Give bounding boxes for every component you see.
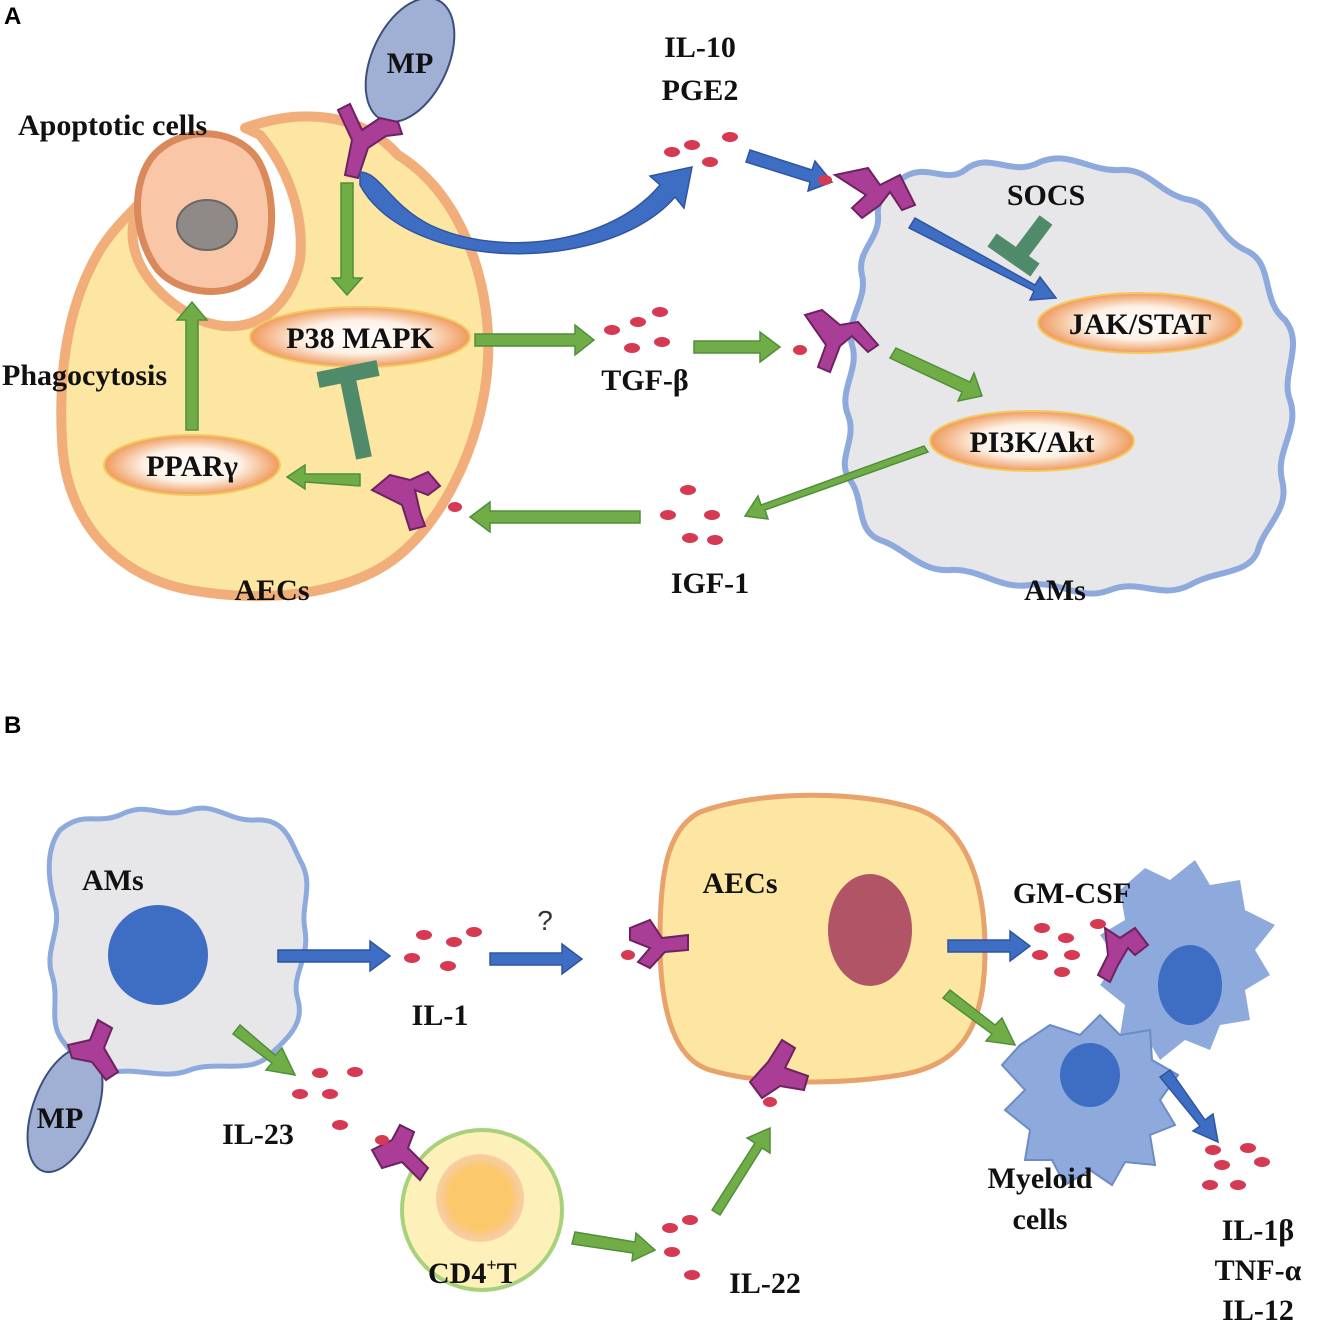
tgfb-label: TGF-β xyxy=(601,364,688,397)
arrow-myeloid-to-cytokines xyxy=(1158,1068,1219,1144)
arrow-ppar-to-phagocytosis xyxy=(175,300,209,431)
cytokines-igf1 xyxy=(448,485,723,545)
phagocytosis-label: Phagocytosis xyxy=(2,359,167,392)
arrow-receptor-to-ppar xyxy=(285,463,361,491)
receptor-myeloid xyxy=(1096,925,1150,984)
arrow-receptor-to-il10 xyxy=(359,166,693,255)
arrow-aec-to-gmcsf xyxy=(947,929,1032,963)
arrow-pi3k-to-igf1 xyxy=(743,445,930,520)
il22-label: IL-22 xyxy=(729,1267,801,1300)
pi3k-label: PI3K/Akt xyxy=(969,426,1094,459)
ams-label-b: AMs xyxy=(82,864,144,897)
myeloid-label-2: cells xyxy=(1013,1203,1068,1236)
inhibit-p38 xyxy=(316,360,380,460)
arrow-am-to-il23 xyxy=(231,1023,297,1076)
receptor-am-mid xyxy=(803,308,880,374)
apoptotic-nucleus xyxy=(176,199,238,251)
il10-label: IL-10 xyxy=(664,31,736,64)
arrow-receptor-to-p38 xyxy=(330,182,364,297)
igf1-label: IGF-1 xyxy=(671,567,749,600)
il12-label: IL-12 xyxy=(1222,1294,1294,1327)
aec-nucleus-b xyxy=(828,874,912,986)
receptor-aec-b-bottom xyxy=(748,1038,810,1100)
jakstat-label: JAK/STAT xyxy=(1069,308,1211,341)
ppar-node: PPARγ xyxy=(103,434,281,496)
arrow-aec-to-myeloid xyxy=(941,988,1017,1046)
inhibit-socs xyxy=(987,215,1053,277)
ppar-label: PPARγ xyxy=(146,450,238,483)
cd4-label: CD4+T xyxy=(428,1255,517,1290)
aecs-label-b: AECs xyxy=(702,867,777,900)
pi3k-node: PI3K/Akt xyxy=(929,410,1135,472)
arrow-receptor-to-jakstat xyxy=(907,216,1058,301)
arrow-il1-to-aec xyxy=(489,942,584,976)
gmcsf-label: GM-CSF xyxy=(1013,877,1131,910)
aecs-label-a: AECs xyxy=(234,574,309,607)
cytokines-il10 xyxy=(664,132,832,185)
receptor-cd4 xyxy=(370,1123,430,1182)
arrow-cd4-to-il22 xyxy=(571,1231,657,1263)
receptor-am-b xyxy=(66,1018,120,1082)
p38-label: P38 MAPK xyxy=(286,322,434,355)
aec-cell-b xyxy=(657,792,988,1085)
am-cell-a xyxy=(841,155,1297,597)
arrow-receptor-to-pi3k xyxy=(888,347,983,403)
receptor-am-top xyxy=(832,166,917,220)
mp-label-b: MP xyxy=(37,1102,84,1135)
mp-label-a: MP xyxy=(387,47,434,80)
cd4-nucleus xyxy=(436,1154,524,1242)
apoptotic-cells-label: Apoptotic cells xyxy=(18,109,207,142)
receptor-aec-bottom xyxy=(370,470,442,532)
arrow-p38-to-tgfb xyxy=(474,323,596,357)
jakstat-node: JAK/STAT xyxy=(1037,292,1243,354)
unknown-mark: ? xyxy=(537,905,553,936)
il23-label: IL-23 xyxy=(222,1118,294,1151)
socs-label: SOCS xyxy=(1007,179,1085,212)
tnfa-label: TNF-α xyxy=(1215,1254,1302,1287)
receptor-aec-top xyxy=(336,102,404,180)
arrow-igf1-to-receptor xyxy=(468,500,641,534)
cytokines-tgfb xyxy=(604,307,807,355)
myeloid-nucleus-back xyxy=(1158,945,1222,1025)
myeloid-label-1: Myeloid xyxy=(988,1162,1093,1195)
receptor-aec-b-left xyxy=(629,918,689,970)
cytokines-il23 xyxy=(292,1067,389,1145)
cytokines-il1 xyxy=(404,927,635,971)
panel-label-a: A xyxy=(4,3,21,30)
pge2-label: PGE2 xyxy=(662,74,739,107)
arrow-il22-to-aec xyxy=(710,1126,771,1217)
ams-label-a: AMs xyxy=(1024,574,1086,607)
il1-label: IL-1 xyxy=(412,999,469,1032)
arrow-il10-to-receptor xyxy=(745,149,834,193)
panel-label-b: B xyxy=(4,712,21,739)
am-nucleus-b xyxy=(108,905,208,1005)
il1b-label: IL-1β xyxy=(1222,1214,1294,1247)
arrow-am-to-il1 xyxy=(277,939,392,973)
cytokines-il1b xyxy=(1202,1143,1270,1190)
cytokines-il22 xyxy=(662,1097,777,1280)
cytokines-gmcsf xyxy=(1032,919,1106,977)
myeloid-nucleus-front xyxy=(1060,1043,1120,1107)
p38-mapk-node: P38 MAPK xyxy=(249,306,471,368)
arrow-tgfb-to-receptor xyxy=(693,330,782,364)
